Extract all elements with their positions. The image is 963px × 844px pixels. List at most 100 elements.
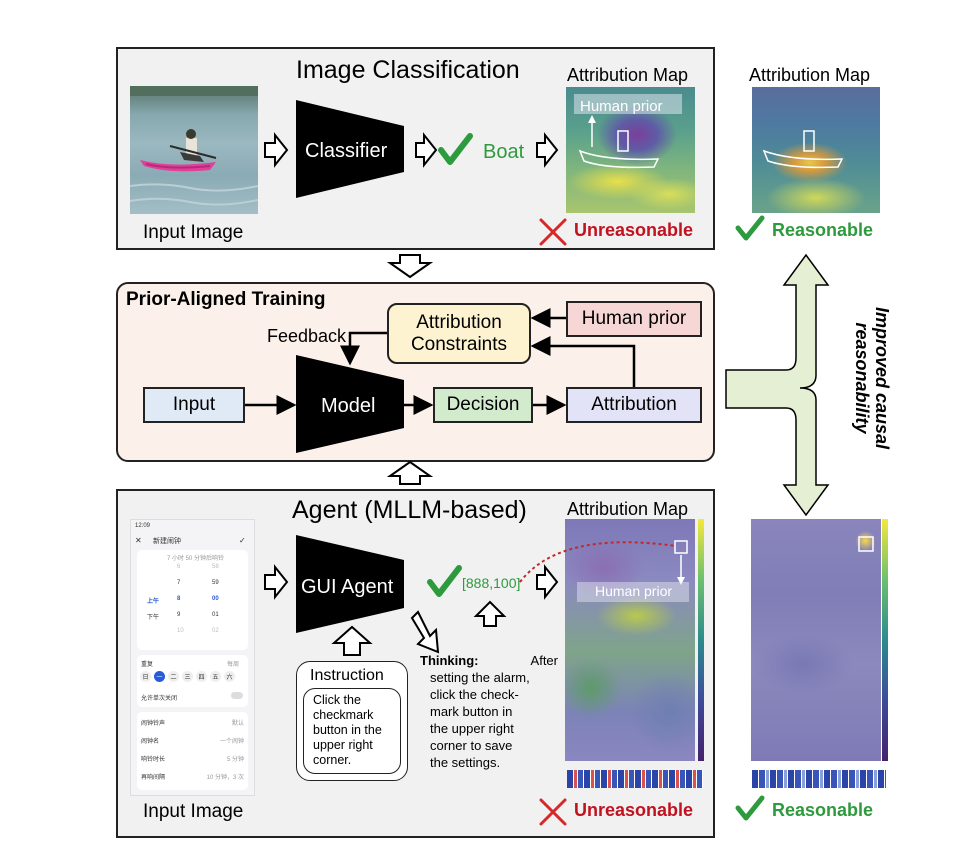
setting-value[interactable]: 默认 [231, 721, 244, 727]
phone-once-toggle[interactable] [231, 692, 243, 699]
phone-close-icon[interactable]: ✕ [135, 536, 142, 545]
right-bottom-colorbar [882, 519, 888, 761]
top-check-icon [438, 133, 473, 165]
arrow-attribution-to-constraints [530, 336, 636, 387]
arrow-classifier-to-check [415, 132, 438, 168]
feedback-label: Feedback [267, 326, 347, 346]
right-top-attribution-map [752, 87, 880, 213]
human-prior-box-label: Human prior [581, 308, 687, 329]
decision-box: Decision [433, 387, 533, 423]
arrow-phone-to-agent [264, 564, 289, 600]
phone-title: 新建闹钟 [153, 538, 181, 545]
top-human-prior-tag: Human prior [580, 98, 663, 115]
setting-value[interactable]: 10 分钟，3 次 [206, 775, 244, 781]
instruction-title: Instruction [310, 667, 384, 684]
weekday-chip[interactable]: 三 [182, 671, 193, 682]
phone-weekday-row: 日 一 二 三 四 五 六 [140, 671, 235, 682]
right-top-attribution-map-title: Attribution Map [749, 65, 871, 85]
right-bottom-token-strip [752, 770, 886, 788]
picker-hour: 8 [177, 596, 181, 602]
side-improvement-arrow [725, 253, 830, 517]
top-input-image-label: Input Image [143, 222, 244, 243]
phone-repeat-label: 重复 [141, 662, 154, 668]
top-attribution-map [566, 87, 695, 213]
agent-attribution-map [565, 519, 695, 761]
instruction-line: corner. [313, 753, 352, 767]
instruction-line: checkmark [313, 708, 374, 722]
setting-value[interactable]: 一个闹钟 [219, 739, 244, 745]
arrow-boat-to-map [536, 132, 559, 168]
weekday-chip[interactable]: 六 [224, 671, 235, 682]
arrow-coords-to-map [536, 564, 559, 600]
attribution-constraints-label: Attribution Constraints [410, 311, 508, 355]
arrow-image-to-classifier [264, 132, 289, 168]
thinking-line: the upper right [430, 721, 514, 736]
thinking-line: corner to save [430, 738, 513, 753]
human-prior-box: Human prior [566, 301, 702, 337]
setting-value[interactable]: 5 分钟 [226, 757, 244, 763]
coords-to-target-curve [519, 541, 677, 583]
instruction-inner-box: Click the checkmark button in the upper … [303, 688, 401, 774]
top-cross-icon [539, 218, 567, 246]
instruction-line: Click the [313, 693, 361, 707]
attribution-box: Attribution [566, 387, 702, 423]
phone-once-label: 允许单次关闭 [141, 696, 178, 702]
weekday-chip[interactable]: 四 [196, 671, 207, 682]
arrow-feedback-to-model [340, 331, 387, 366]
picker-ampm: 下午 [147, 615, 160, 621]
top-attribution-map-title: Attribution Map [567, 65, 689, 85]
picker-minute: 02 [212, 628, 219, 634]
right-top-reasonable-text: Reasonable [772, 220, 874, 240]
setting-label: 闹钟铃声 [141, 721, 166, 727]
picker-minute: 59 [212, 580, 219, 586]
thinking-line: setting the alarm, [430, 670, 530, 685]
picker-minute: 58 [212, 564, 219, 570]
phone-repeat-value: 每周 [227, 662, 240, 668]
arrow-agent-to-training [386, 460, 434, 485]
classifier-label: Classifier [305, 140, 388, 162]
agent-token-strip [567, 770, 703, 788]
top-unreasonable-text: Unreasonable [574, 220, 694, 240]
right-bottom-reasonable-text: Reasonable [772, 800, 874, 820]
agent-unreasonable-text: Unreasonable [574, 800, 694, 820]
gui-agent-label: GUI Agent [301, 576, 394, 598]
arrow-agent-to-thinking [410, 610, 440, 654]
attribution-constraints-box: Attribution Constraints [387, 303, 531, 364]
agent-check-icon [427, 565, 462, 597]
thinking-text: Thinking: After setting the alarm, click… [420, 652, 558, 771]
kayak-input-image [130, 86, 258, 214]
setting-label: 闹钟名 [141, 739, 160, 745]
agent-title: Agent (MLLM-based) [292, 496, 527, 524]
boat-prediction: Boat [483, 141, 525, 163]
attribution-box-label: Attribution [591, 394, 677, 415]
instruction-line: upper right [313, 738, 373, 752]
phone-repeat-card[interactable]: 重复 每周 日 一 二 三 四 五 六 允许单次关闭 [137, 655, 248, 707]
thinking-line: mark button in [430, 704, 513, 719]
model-label: Model [321, 395, 376, 417]
thinking-line: After [530, 653, 558, 668]
phone-check-icon[interactable]: ✓ [239, 536, 246, 545]
phone-status-time: 12:09 [135, 523, 151, 529]
picker-hour: 10 [177, 628, 184, 634]
weekday-chip[interactable]: 五 [210, 671, 221, 682]
agent-attribution-map-title: Attribution Map [567, 499, 689, 519]
thinking-label: Thinking: [420, 653, 479, 668]
top-right-check-icon [735, 215, 765, 241]
input-box-label: Input [172, 394, 216, 415]
agent-cross-icon [539, 798, 567, 826]
instruction-line: button in the [313, 723, 382, 737]
weekday-chip[interactable]: 日 [140, 671, 151, 682]
weekday-chip[interactable]: 二 [168, 671, 179, 682]
picker-hour: 6 [177, 564, 181, 570]
action-coordinates: [888,100] [462, 575, 521, 591]
image-classification-title: Image Classification [296, 56, 520, 84]
agent-human-prior-tag: Human prior [595, 583, 673, 599]
right-bottom-attribution-map [751, 519, 881, 761]
agent-attribution-colorbar [698, 519, 704, 761]
arrow-thinking-to-coords [473, 600, 507, 627]
phone-settings-card: 闹钟铃声 默认 闹钟名 一个闹钟 响铃时长 5 分钟 再响间隔 10 分钟，3 … [137, 712, 248, 790]
weekday-chip-selected[interactable]: 一 [154, 671, 165, 682]
